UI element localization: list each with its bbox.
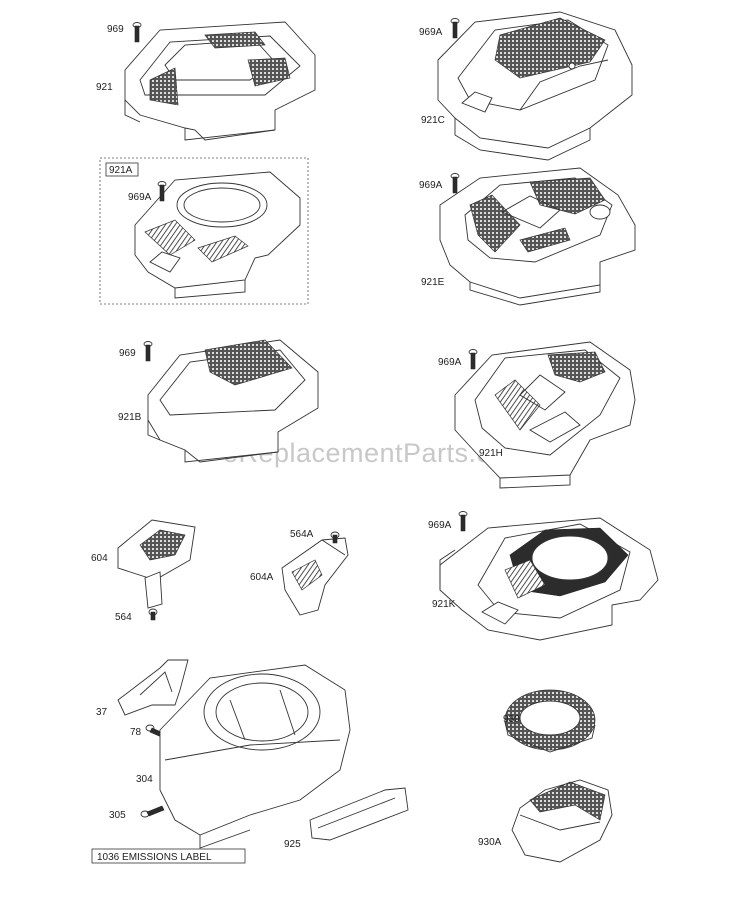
screw-969a-e: [450, 173, 460, 194]
label-78: 78: [130, 727, 142, 738]
label-921k: 921K: [432, 599, 456, 610]
screw-564: [148, 608, 158, 621]
part-304-blower-housing: [159, 664, 351, 849]
part-604-bracket: [117, 519, 196, 609]
screw-969a-c: [450, 18, 460, 39]
label-37: 37: [96, 707, 108, 718]
label-564a: 564A: [290, 529, 314, 540]
part-921h-cover: [454, 341, 636, 489]
label-930a: 930A: [478, 837, 502, 848]
part-921k-cover: [439, 517, 659, 641]
label-921: 921: [96, 82, 113, 93]
label-969a-e: 969A: [419, 180, 443, 191]
part-921b-cover: [147, 339, 319, 463]
label-921b: 921B: [118, 412, 142, 423]
screw-969: [132, 22, 142, 43]
screw-305: [140, 805, 165, 818]
label-969a-k: 969A: [428, 520, 452, 531]
part-921e-cover: [439, 167, 636, 306]
label-1036-emissions: 1036 EMISSIONS LABEL: [97, 852, 212, 863]
label-564: 564: [115, 612, 132, 623]
part-921c-cover: [437, 11, 633, 161]
emissions-label-box: [91, 848, 246, 864]
label-921e: 921E: [421, 277, 445, 288]
label-921c: 921C: [421, 115, 445, 126]
label-969a-h: 969A: [438, 357, 462, 368]
part-930a-screen-cover: [511, 779, 613, 863]
label-305: 305: [109, 810, 126, 821]
part-37-baffle: [117, 659, 189, 716]
label-921h: 921H: [479, 448, 503, 459]
part-921a-group-box: [99, 157, 309, 305]
label-604a: 604A: [250, 572, 274, 583]
label-969a-c: 969A: [419, 27, 443, 38]
label-969-b: 969: [119, 348, 136, 359]
label-969a-a: 969A: [128, 192, 152, 203]
screw-564a: [330, 531, 340, 544]
part-930-screen: [504, 689, 596, 753]
screw-969a-a: [157, 181, 167, 202]
label-921a: 921A: [109, 165, 133, 176]
screw-969-b: [143, 341, 153, 362]
part-921a-cover: [134, 171, 301, 299]
screw-969a-k: [458, 511, 468, 532]
screw-969a-h: [468, 349, 478, 370]
label-304: 304: [136, 774, 153, 785]
part-921-cover: [124, 21, 316, 141]
part-604a-bracket: [281, 537, 349, 616]
label-925: 925: [284, 839, 301, 850]
label-930: 930: [503, 714, 520, 725]
part-925-guard: [309, 787, 409, 841]
label-969: 969: [107, 24, 124, 35]
part-921a-tag: [105, 162, 139, 177]
label-604: 604: [91, 553, 108, 564]
